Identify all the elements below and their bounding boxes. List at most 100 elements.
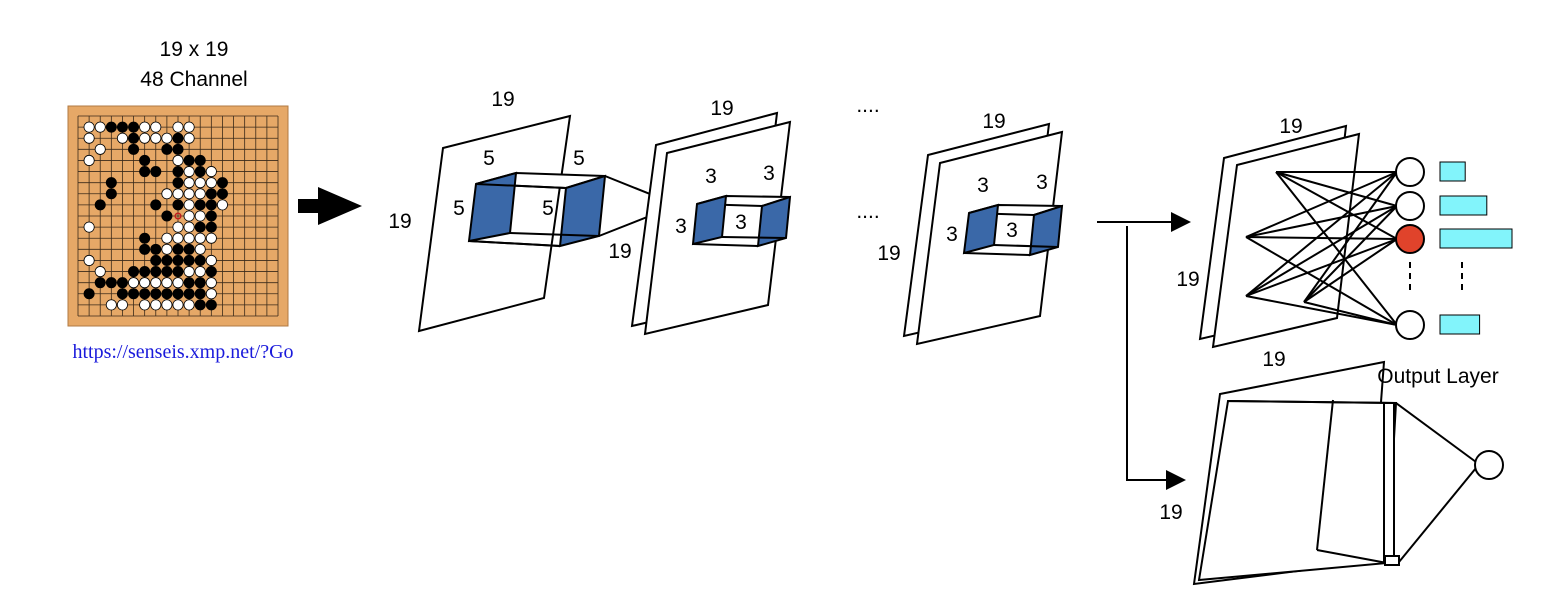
white-stone	[194, 210, 206, 222]
conv2-kernel-front	[691, 194, 728, 246]
black-stone	[194, 166, 206, 178]
black-stone	[216, 177, 228, 189]
black-stone	[150, 199, 162, 211]
black-stone	[172, 177, 184, 189]
conv-layer-1: 19 19 5 5 5 5	[388, 88, 666, 333]
black-stone	[172, 143, 184, 155]
black-stone	[172, 132, 184, 144]
white-stone	[161, 277, 173, 289]
black-stone	[128, 121, 140, 133]
white-stone	[161, 243, 173, 255]
white-stone	[172, 154, 184, 166]
black-stone	[105, 188, 117, 200]
value-fc-cell	[1384, 555, 1400, 566]
white-stone	[183, 266, 195, 278]
conv1-kernel-top-b: 5	[573, 147, 585, 170]
board-size-label: 19 x 19	[160, 38, 229, 61]
white-stone	[94, 266, 106, 278]
conv1-kernel-left: 5	[453, 197, 465, 220]
white-stone	[205, 254, 217, 266]
policy-output-nodes	[1395, 157, 1463, 340]
policy-probability-bar	[1439, 161, 1466, 182]
black-stone	[194, 299, 206, 311]
black-stone	[205, 221, 217, 233]
black-stone	[128, 132, 140, 144]
source-link[interactable]: https://senseis.xmp.net/?Go	[72, 341, 293, 363]
white-stone	[194, 188, 206, 200]
convn-kernel-inner: 3	[1006, 219, 1018, 242]
white-stone	[183, 199, 195, 211]
black-stone	[116, 288, 128, 300]
convn-depth-label: 19	[982, 110, 1005, 133]
white-stone	[205, 288, 217, 300]
black-stone	[139, 266, 151, 278]
black-stone	[150, 288, 162, 300]
white-stone	[83, 221, 95, 233]
value-side-label: 19	[1159, 501, 1182, 524]
black-stone	[161, 266, 173, 278]
black-stone	[161, 210, 173, 222]
policy-head: 19 19	[1176, 115, 1513, 349]
black-stone	[183, 154, 195, 166]
black-stone	[216, 188, 228, 200]
white-stone	[83, 132, 95, 144]
white-stone	[183, 177, 195, 189]
black-stone	[172, 266, 184, 278]
black-stone	[150, 166, 162, 178]
convn-kernel-front	[962, 203, 1000, 255]
go-board-stones	[83, 121, 228, 311]
black-stone	[161, 143, 173, 155]
conv1-side-label: 19	[388, 210, 411, 233]
white-stone	[150, 277, 162, 289]
black-stone	[128, 266, 140, 278]
policy-node	[1395, 157, 1425, 187]
white-stone	[194, 177, 206, 189]
white-stone	[172, 277, 184, 289]
white-stone	[161, 188, 173, 200]
policy-connection	[1245, 205, 1398, 238]
convn-kernel-left: 3	[946, 223, 958, 246]
conv1-depth-label: 19	[491, 88, 514, 111]
white-stone	[139, 277, 151, 289]
value-output-node	[1474, 450, 1504, 480]
conv1-kernel-top-a: 5	[483, 147, 495, 170]
white-stone	[161, 299, 173, 311]
go-board	[67, 105, 289, 327]
ellipsis-top: ....	[856, 94, 879, 117]
black-stone	[150, 243, 162, 255]
black-stone	[183, 243, 195, 255]
value-depth-label: 19	[1262, 348, 1285, 371]
white-stone	[205, 177, 217, 189]
white-stone	[139, 121, 151, 133]
black-stone	[172, 199, 184, 211]
white-stone	[172, 299, 184, 311]
value-plane-front	[1197, 399, 1398, 582]
white-stone	[172, 232, 184, 244]
black-stone	[139, 243, 151, 255]
black-stone	[194, 254, 206, 266]
black-stone	[94, 277, 106, 289]
white-stone	[205, 232, 217, 244]
white-stone	[116, 132, 128, 144]
policy-probability-bar	[1439, 195, 1488, 216]
conv-layer-2: 19 19 3 3 3 3	[608, 97, 792, 336]
last-move-marker	[174, 212, 182, 220]
black-stone	[116, 277, 128, 289]
black-stone	[183, 254, 195, 266]
policy-connection	[1245, 295, 1398, 326]
white-stone	[205, 166, 217, 178]
white-stone	[172, 221, 184, 233]
conv2-side-label: 19	[608, 240, 631, 263]
white-stone	[183, 132, 195, 144]
black-stone	[161, 254, 173, 266]
black-stone	[105, 277, 117, 289]
white-stone	[183, 299, 195, 311]
convn-kernel-top-b: 3	[1036, 171, 1048, 194]
white-stone	[139, 132, 151, 144]
white-stone	[194, 232, 206, 244]
black-stone	[194, 221, 206, 233]
black-stone	[172, 254, 184, 266]
black-stone	[94, 199, 106, 211]
black-stone	[128, 143, 140, 155]
